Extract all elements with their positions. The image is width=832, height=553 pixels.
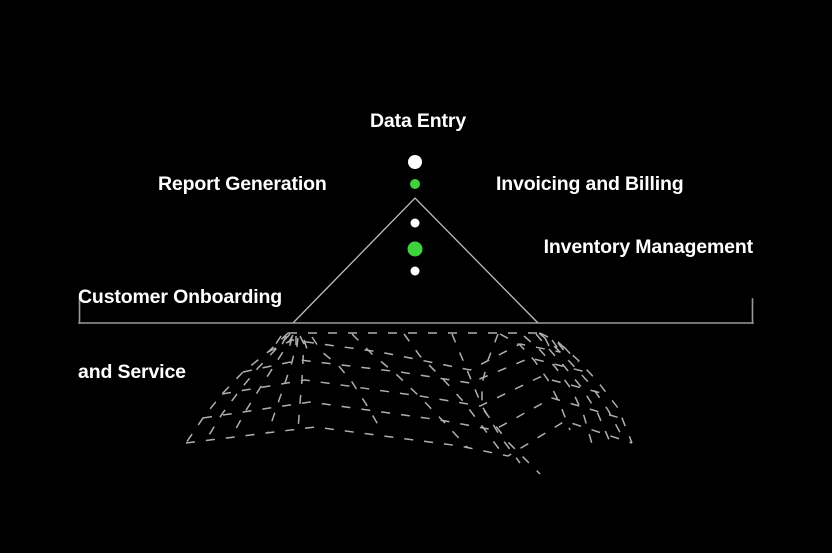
label-customer-onboarding: Customer Onboarding and Service [78, 235, 282, 435]
mesh-apex-tuft-8 [557, 342, 571, 359]
label-data-entry: Data Entry [369, 110, 467, 132]
mesh-apex-tuft-9 [563, 346, 579, 363]
reflection-mesh [185, 332, 633, 475]
node-dot-1 [408, 155, 422, 169]
mesh-fall-3 [451, 333, 521, 464]
mesh-rise-4 [538, 332, 625, 441]
mesh-rise-3 [535, 333, 611, 443]
triangle-outline [292, 197, 539, 324]
triangle-group [292, 197, 539, 324]
mesh-row-2 [267, 339, 561, 371]
label-invoicing-and-billing: Invoicing and Billing [496, 173, 684, 195]
label-customer-onboarding-line2: and Service [78, 361, 186, 383]
mesh-ridge-e [297, 335, 305, 431]
label-inventory-management: Inventory Management [543, 236, 754, 258]
mesh-fall-1 [351, 333, 469, 449]
mesh-apex-tuft-4 [295, 337, 299, 355]
mesh-ridge-d [267, 336, 297, 434]
mesh-apex-tuft-5 [303, 339, 309, 353]
mesh-fall-4 [481, 333, 541, 475]
label-customer-onboarding-line1: Customer Onboarding [78, 286, 283, 308]
mesh-rise-5 [539, 332, 633, 444]
mesh-apex-tuft-7 [551, 339, 563, 355]
mesh-rise-2 [523, 335, 593, 445]
baseline-group [78, 298, 754, 324]
node-dot-2 [410, 179, 420, 189]
node-dot-3 [410, 218, 420, 228]
mesh-apex-tuft-3 [287, 336, 293, 354]
mesh-ridge-a [185, 332, 289, 444]
node-dot-5 [410, 266, 420, 276]
label-report-generation: Report Generation [158, 173, 327, 195]
mesh-ridge-b [205, 333, 291, 441]
mesh-row-5 [202, 397, 621, 431]
mesh-apex-tuft-1 [271, 335, 282, 351]
mesh-row-6 [185, 420, 633, 457]
mesh-fall-2 [403, 333, 503, 454]
mesh-row-3 [242, 357, 587, 384]
mesh-apex-tuft-6 [544, 337, 553, 353]
mesh-apex-tuft-2 [278, 335, 287, 352]
node-dot-4 [407, 241, 423, 257]
